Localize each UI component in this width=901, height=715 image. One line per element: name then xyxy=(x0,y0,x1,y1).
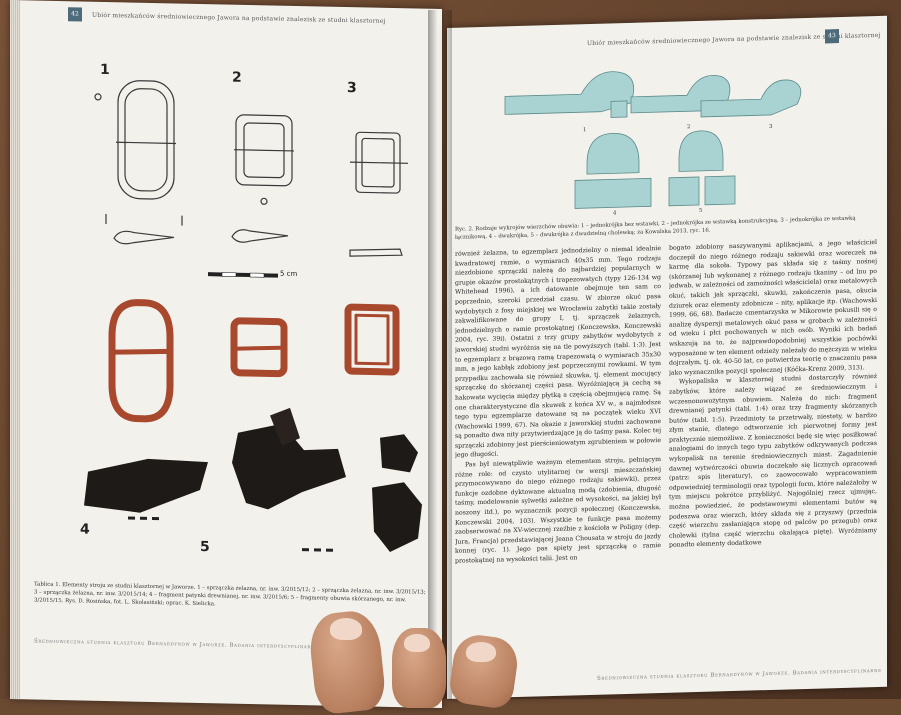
wooden-patten-fragment-photo xyxy=(84,458,208,513)
paragraph: bogato zdobiony naszywanymi aplikacjami,… xyxy=(669,238,877,377)
diagram-label-2: 2 xyxy=(687,124,691,131)
buckle-1-frame-drawing xyxy=(117,80,175,200)
fingernail xyxy=(404,634,430,652)
rusted-buckle-3-photo xyxy=(344,303,400,376)
buckle-drawings xyxy=(84,80,422,552)
scale-label: 5 cm xyxy=(280,269,298,279)
text-column-left: również żelazna, to egzemplarz jednodzie… xyxy=(455,244,661,690)
shoe-pattern-5-top xyxy=(678,130,724,172)
right-page: Ubiór mieszkańców średniowiecznego Jawor… xyxy=(447,15,887,699)
paragraph: Wykopaliska w klasztornej studni dostarc… xyxy=(669,373,877,550)
leather-fragment-a-photo xyxy=(232,423,346,510)
paragraph: również żelazna, to egzemplarz jednodzie… xyxy=(455,245,661,460)
rusted-buckle-1-photo xyxy=(108,299,174,423)
diagram-label-4: 4 xyxy=(613,210,617,217)
paragraph: Pas był niewątpliwie ważnym elementem st… xyxy=(455,456,661,565)
shoe-pattern-3 xyxy=(700,79,802,118)
shoe-pattern-4-bottom xyxy=(574,177,652,209)
text-column-right: bogato zdobiony naszywanymi aplikacjami,… xyxy=(669,238,877,664)
left-page: 42 Ubiór mieszkańców średniowiecznego Ja… xyxy=(10,0,442,709)
thumbnail-right xyxy=(466,642,496,662)
leather-fragment-c-photo xyxy=(372,482,422,552)
book-gutter xyxy=(428,10,452,700)
diagram-label-5: 5 xyxy=(699,207,703,214)
thumbnail-left xyxy=(330,618,362,640)
diagram-label-1: 1 xyxy=(583,127,587,134)
diagram-label-3: 3 xyxy=(769,123,773,131)
shoe-pattern-diagram xyxy=(504,71,802,209)
leather-fragment-b-photo xyxy=(380,434,418,473)
scale-bar xyxy=(208,272,278,278)
shoe-pattern-4-top xyxy=(586,132,640,175)
